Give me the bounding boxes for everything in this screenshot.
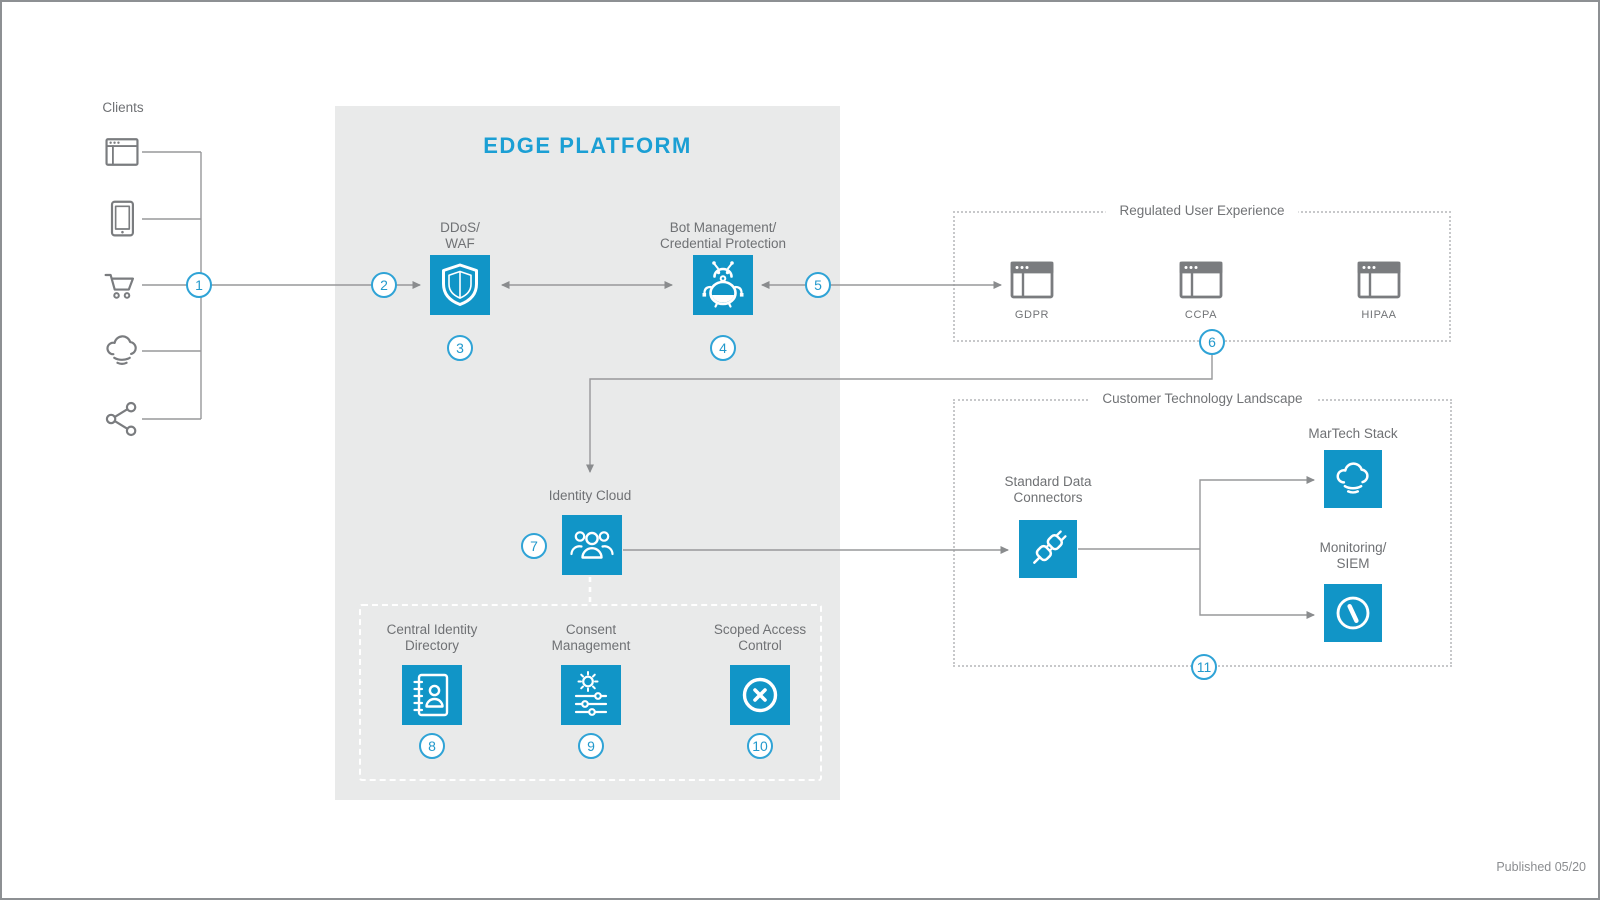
step-circle-7: 7 — [521, 533, 547, 559]
people-group-icon — [562, 515, 622, 575]
ddos-waf-label: DDoS/ WAF — [440, 220, 480, 251]
social-share-icon — [102, 397, 142, 441]
identity-services-subbox — [359, 604, 822, 781]
step-circle-8: 8 — [419, 733, 445, 759]
step-circle-1: 1 — [186, 272, 212, 298]
step-circle-6: 6 — [1199, 329, 1225, 355]
step-circle-2: 2 — [371, 272, 397, 298]
plug-connector-icon — [1019, 520, 1077, 578]
martech-stack-label: MarTech Stack — [1308, 426, 1398, 441]
martech-cloud-icon — [1324, 450, 1382, 508]
consent-management-label: Consent Management — [551, 622, 631, 653]
hipaa-browser-icon — [1357, 260, 1401, 300]
gdpr-label: GDPR — [1014, 309, 1050, 321]
published-date: Published 05/20 — [1496, 860, 1586, 874]
regulated-box-title: Regulated User Experience — [1105, 203, 1299, 218]
step-circle-4: 4 — [710, 335, 736, 361]
gdpr-browser-icon — [1010, 260, 1054, 300]
identity-cloud-label: Identity Cloud — [548, 488, 632, 503]
gauge-icon — [1324, 584, 1382, 642]
step-circle-3: 3 — [447, 335, 473, 361]
browser-window-icon — [102, 130, 142, 174]
address-book-icon — [402, 665, 462, 725]
step-circle-9: 9 — [578, 733, 604, 759]
scoped-access-control-label: Scoped Access Control — [713, 622, 807, 653]
customer-box-title: Customer Technology Landscape — [1088, 391, 1317, 406]
step-circle-11: 11 — [1191, 654, 1217, 680]
edge-platform-title: EDGE PLATFORM — [483, 133, 692, 158]
central-identity-directory-label: Central Identity Directory — [386, 622, 478, 653]
ccpa-label: CCPA — [1184, 309, 1218, 321]
tablet-device-icon — [102, 197, 142, 241]
bot-bug-icon — [693, 255, 753, 315]
circle-x-icon — [730, 665, 790, 725]
standard-data-connectors-label: Standard Data Connectors — [1004, 474, 1092, 505]
gear-sliders-icon — [561, 665, 621, 725]
monitoring-siem-label: Monitoring/ SIEM — [1319, 540, 1387, 571]
voice-cloud-icon — [102, 329, 142, 373]
bot-management-label: Bot Management/ Credential Protection — [659, 220, 787, 251]
step-circle-5: 5 — [805, 272, 831, 298]
hipaa-label: HIPAA — [1361, 309, 1397, 321]
ccpa-browser-icon — [1179, 260, 1223, 300]
step-circle-10: 10 — [747, 733, 773, 759]
shield-icon — [430, 255, 490, 315]
clients-label: Clients — [102, 100, 144, 115]
shopping-cart-icon — [102, 263, 142, 307]
